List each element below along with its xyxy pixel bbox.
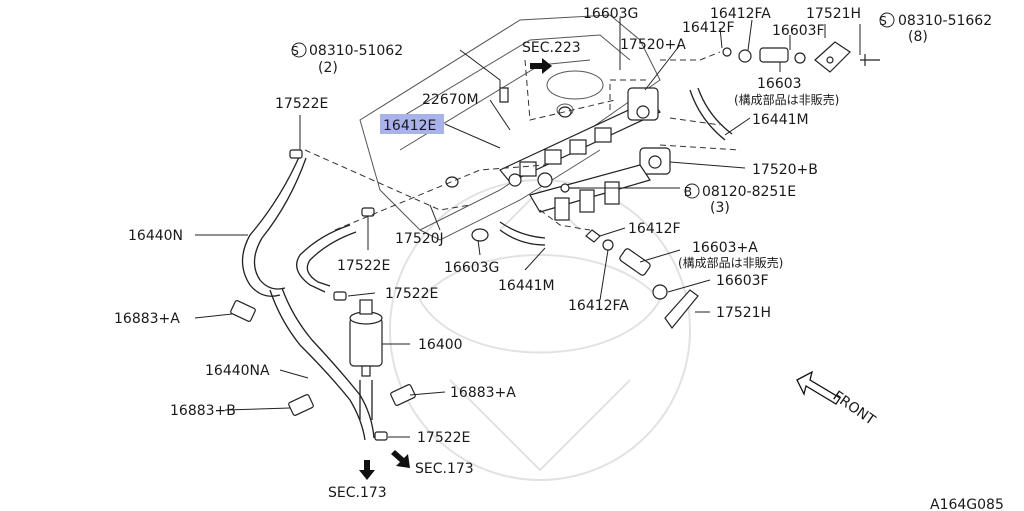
label-b08120-8251e: 08120-8251E xyxy=(702,184,796,200)
label-16603a: 16603+A xyxy=(692,240,758,256)
label-17522e-bottom: 17522E xyxy=(417,430,470,446)
label-17520b: 17520+B xyxy=(752,162,818,178)
label-17522e-left: 17522E xyxy=(275,96,328,112)
label-16603g-mid: 16603G xyxy=(444,260,499,276)
label-16603f-top: 16603F xyxy=(772,23,825,39)
circled-symbols xyxy=(291,12,895,199)
s-symbol-circle-left xyxy=(291,42,307,58)
bolts xyxy=(499,87,580,193)
b-symbol: B xyxy=(684,185,692,199)
arrow-front xyxy=(796,370,841,405)
diagram-id: A164G085 xyxy=(930,497,1004,511)
injector-exploded-top xyxy=(722,41,880,73)
label-16412f-top: 16412F xyxy=(682,20,735,36)
label-sec173-bottom: SEC.173 xyxy=(328,485,387,501)
label-s08310-51062-qty: (2) xyxy=(318,60,338,76)
label-17521h-mid: 17521H xyxy=(716,305,771,321)
label-16603f-mid: 16603F xyxy=(716,273,769,289)
label-front: FRONT xyxy=(830,388,879,429)
label-17521h-top: 17521H xyxy=(806,6,861,22)
label-16441m-right: 16441M xyxy=(752,112,809,128)
label-sec223: SEC.223 xyxy=(522,40,581,56)
s-symbol-left: S xyxy=(291,44,299,58)
label-16883b: 16883+B xyxy=(170,403,236,419)
label-17520a: 17520+A xyxy=(620,37,686,53)
return-hoses xyxy=(445,87,733,246)
label-16603g-top: 16603G xyxy=(583,6,638,22)
label-16440n: 16440N xyxy=(128,228,183,244)
label-16400: 16400 xyxy=(418,337,463,353)
label-17520j: 17520J xyxy=(395,231,444,247)
note-top: (構成部品は非販売) xyxy=(734,92,839,107)
label-s08310-51662-qty: (8) xyxy=(908,29,928,45)
arrow-sec173-bottom xyxy=(359,460,375,480)
label-16412fa-mid: 16412FA xyxy=(568,298,629,314)
label-22670m: 22670M xyxy=(422,92,479,108)
fuel-hose-main xyxy=(241,154,375,441)
label-16883a-mid: 16883+A xyxy=(450,385,516,401)
label-16603: 16603 xyxy=(757,76,802,92)
b-symbol-circle xyxy=(684,183,700,199)
label-sec173-right: SEC.173 xyxy=(415,461,474,477)
arrow-sec173-right xyxy=(391,450,410,468)
label-17522e-lower: 17522E xyxy=(385,286,438,302)
label-16412fa-top: 16412FA xyxy=(710,6,771,22)
label-16440na: 16440NA xyxy=(205,363,270,379)
arrow-sec223 xyxy=(530,58,552,74)
label-16883a-left: 16883+A xyxy=(114,311,180,327)
s-symbol-circle-right xyxy=(879,12,895,28)
label-16441m-mid: 16441M xyxy=(498,278,555,294)
engine-head-outline xyxy=(359,14,661,241)
note-mid: (構成部品は非販売) xyxy=(678,255,783,270)
label-s08310-51062: 08310-51062 xyxy=(309,43,403,59)
part-labels: 16603G 16412FA 17521H S 08310-51662 (8) … xyxy=(114,6,1004,511)
leader-lines xyxy=(194,18,861,438)
dashed-guides xyxy=(304,51,741,231)
label-s08310-51662: 08310-51662 xyxy=(898,13,992,29)
fuel-rail xyxy=(499,87,671,183)
label-17522e-mid: 17522E xyxy=(337,258,390,274)
fuel-filter xyxy=(349,299,383,420)
s-symbol-right: S xyxy=(879,14,887,28)
hose-clamps xyxy=(230,149,416,441)
label-b08120-8251e-qty: (3) xyxy=(710,200,730,216)
direction-arrows xyxy=(359,58,841,480)
label-16412f-mid: 16412F xyxy=(628,221,681,237)
label-16412e: 16412E xyxy=(383,118,436,134)
highlight-16412e xyxy=(380,114,444,134)
